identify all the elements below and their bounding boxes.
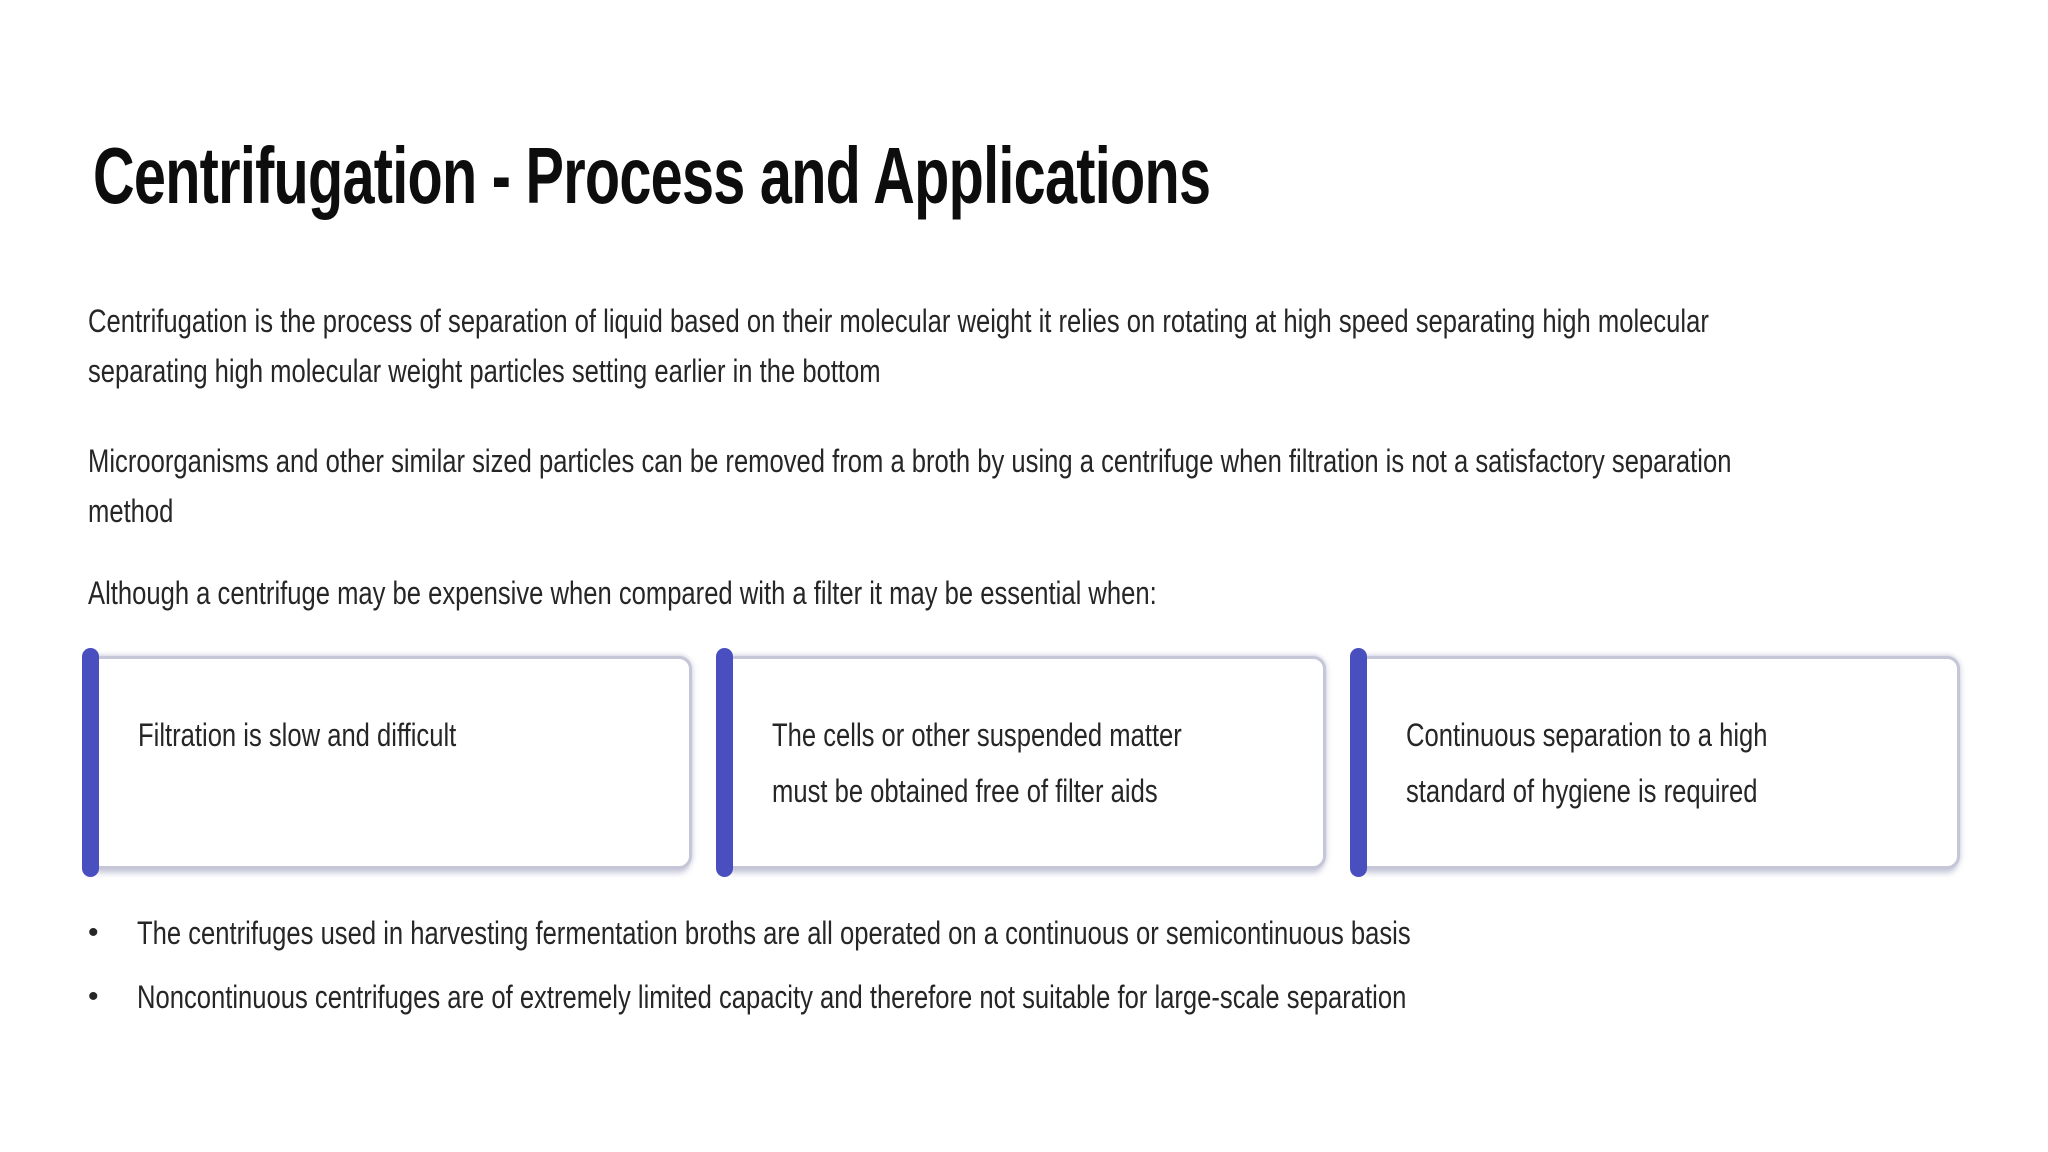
paragraph-line: separating high molecular weight particl… [88, 353, 881, 389]
bullet-marker: • [88, 916, 99, 949]
card-text-line: Continuous separation to a high [1406, 717, 1768, 753]
card-text-line: The cells or other suspended matter [772, 717, 1182, 753]
card-accent-bar [1350, 648, 1367, 877]
centrifuge-cost-paragraph: Although a centrifuge may be expensive w… [88, 568, 1157, 618]
card-text-line: standard of hygiene is required [1406, 773, 1758, 809]
card-text: Continuous separation to a high standard… [1406, 707, 1768, 819]
card-accent-bar [716, 648, 733, 877]
paragraph-line: Although a centrifuge may be expensive w… [88, 575, 1157, 611]
card-text: Filtration is slow and difficult [138, 707, 456, 763]
bullet-text: The centrifuges used in harvesting ferme… [137, 915, 1411, 951]
microorganisms-paragraph: Microorganisms and other similar sized p… [88, 436, 1731, 536]
paragraph-line: Microorganisms and other similar sized p… [88, 443, 1732, 479]
card-text-line: Filtration is slow and difficult [138, 717, 457, 753]
card-text: The cells or other suspended matter must… [772, 707, 1182, 819]
paragraph-line: method [88, 493, 174, 529]
intro-paragraph: Centrifugation is the process of separat… [88, 296, 1709, 396]
page-title: Centrifugation - Process and Application… [93, 131, 1211, 220]
card-text-line: must be obtained free of filter aids [772, 773, 1158, 809]
bullet-item: • Noncontinuous centrifuges are of extre… [88, 972, 1729, 1022]
bullet-item: • The centrifuges used in harvesting fer… [88, 908, 1729, 958]
paragraph-line: Centrifugation is the process of separat… [88, 303, 1709, 339]
bullet-text: Noncontinuous centrifuges are of extreme… [137, 979, 1407, 1015]
card-frame [722, 656, 1326, 869]
reason-card-filter-aids: The cells or other suspended matter must… [716, 648, 1326, 877]
reason-card-hygiene: Continuous separation to a high standard… [1350, 648, 1960, 877]
reason-card-filtration: Filtration is slow and difficult [82, 648, 692, 877]
notes-list: • The centrifuges used in harvesting fer… [88, 908, 1729, 1036]
card-frame [88, 656, 692, 869]
card-accent-bar [82, 648, 99, 877]
bullet-marker: • [88, 980, 99, 1013]
card-frame [1356, 656, 1960, 869]
